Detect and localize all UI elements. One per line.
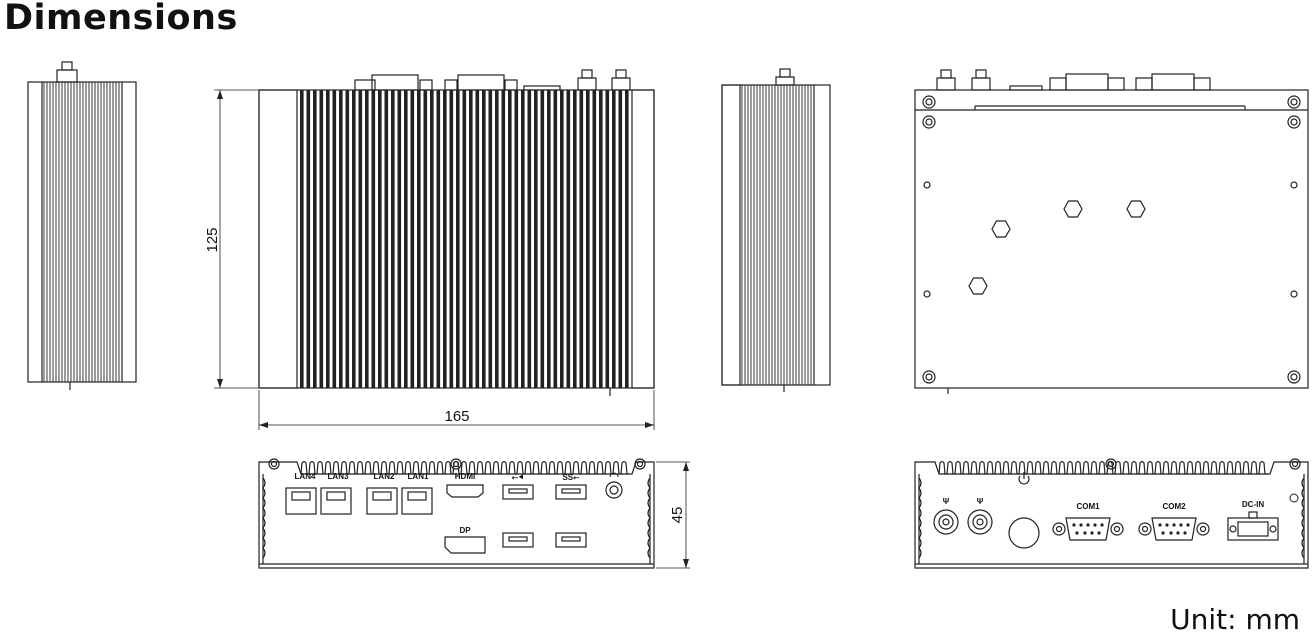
com1-label: COM1 — [1076, 502, 1100, 511]
lan1-label: LAN1 — [408, 472, 429, 481]
usb3-icon: SS⭠ — [562, 473, 580, 482]
panel-edge-notch — [1301, 477, 1305, 559]
right-side-view — [721, 68, 831, 392]
heatsink-fin-profile — [938, 460, 1267, 475]
heatsink-fin — [456, 90, 460, 388]
dimension-depth-label: 45 — [669, 507, 686, 524]
heatsink-fin — [417, 90, 421, 388]
heatsink-fin — [469, 90, 473, 388]
dimension-width-label: 165 — [444, 408, 469, 425]
antenna-icon: Ψ — [943, 497, 950, 506]
heatsink-fin — [436, 90, 441, 388]
heatsink-fin — [534, 90, 538, 388]
heatsink-fin — [391, 90, 395, 388]
heatsink-fin — [579, 90, 584, 388]
heatsink-fin — [332, 90, 337, 388]
left-side-view — [27, 61, 137, 390]
heatsink-fin — [345, 90, 350, 388]
heatsink-fin — [300, 90, 304, 388]
rear-panel-view — [914, 458, 1309, 569]
heatsink-fin — [430, 90, 434, 388]
heatsink-fin — [423, 90, 428, 388]
heatsink-fin — [599, 90, 603, 388]
panel-edge-notch — [918, 477, 922, 559]
heatsink-fin — [573, 90, 577, 388]
heatsink-fin — [547, 90, 551, 388]
lan4-label: LAN4 — [295, 472, 316, 481]
front-panel-view — [258, 458, 690, 569]
heatsink-fin — [625, 90, 629, 388]
heatsink-fin — [475, 90, 480, 388]
heatsink-fin — [553, 90, 558, 388]
heatsink-fin — [339, 90, 343, 388]
lan2-label: LAN2 — [374, 472, 395, 481]
heatsink-fin — [605, 90, 610, 388]
dcin-label: DC-IN — [1242, 500, 1264, 509]
com2-label: COM2 — [1162, 502, 1186, 511]
panel-edge-notch — [262, 477, 266, 559]
dimension-height-label: 125 — [204, 227, 221, 252]
heatsink-fin — [566, 90, 571, 388]
heatsink-fin — [540, 90, 545, 388]
heatsink-fin — [378, 90, 382, 388]
heatsink-fin — [586, 90, 590, 388]
heatsink-fin — [313, 90, 317, 388]
heatsink-fin — [319, 90, 324, 388]
hdmi-label: HDMI — [455, 472, 475, 481]
heatsink-fin — [508, 90, 512, 388]
heatsink-fin — [501, 90, 506, 388]
heatsink-fin — [482, 90, 486, 388]
lan3-label: LAN3 — [328, 472, 349, 481]
antenna-icon: Ψ — [977, 497, 984, 506]
heatsink-fin — [371, 90, 376, 388]
unit-label: Unit: mm — [1170, 603, 1300, 636]
heatsink-fin — [384, 90, 389, 388]
heatsink-fin — [618, 90, 623, 388]
heatsink-fin — [521, 90, 525, 388]
heatsink-fin — [462, 90, 467, 388]
heatsink-fin — [365, 90, 369, 388]
heatsink-fin — [352, 90, 356, 388]
panel-edge-notch — [647, 477, 651, 559]
heatsink-fin — [306, 90, 311, 388]
heatsink-fin — [527, 90, 532, 388]
heatsink-fin — [495, 90, 499, 388]
heatsink-fin — [443, 90, 447, 388]
heatsink-fin-profile — [300, 460, 629, 475]
bottom-view — [914, 69, 1309, 394]
heatsink-fin — [514, 90, 519, 388]
dp-label: DP — [459, 526, 471, 535]
heatsink-fin — [592, 90, 597, 388]
heatsink-fin — [449, 90, 454, 388]
heatsink-fin — [488, 90, 493, 388]
heatsink-fin — [410, 90, 415, 388]
heatsink-fin — [404, 90, 408, 388]
page-title: Dimensions — [4, 0, 238, 38]
heatsink-fin — [612, 90, 616, 388]
top-view — [214, 69, 655, 430]
heatsink-fin — [358, 90, 363, 388]
heatsink-fin — [326, 90, 330, 388]
heatsink-fin — [397, 90, 402, 388]
heatsink-fin — [560, 90, 564, 388]
usb-icon: ⭠⯇ — [512, 473, 525, 482]
